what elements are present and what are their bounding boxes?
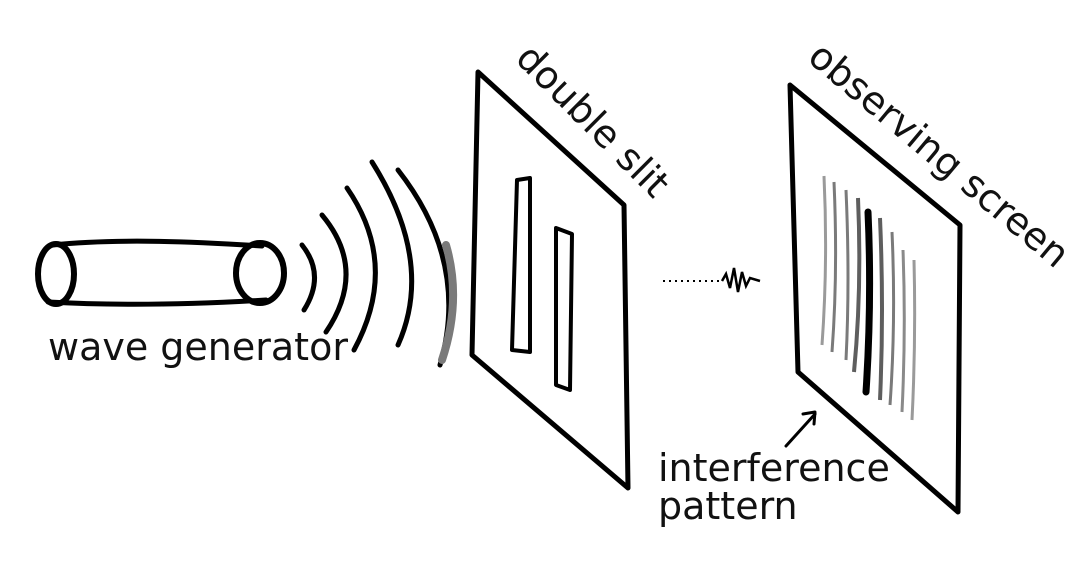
interference-label: interference xyxy=(658,446,890,490)
pattern-label: pattern xyxy=(658,484,798,528)
observing-screen-panel xyxy=(787,82,963,515)
slit-2 xyxy=(554,226,574,392)
double-slit-panel xyxy=(469,69,631,491)
interference-bands xyxy=(820,175,917,421)
wave-generator xyxy=(35,238,287,307)
slit-1 xyxy=(510,176,532,354)
wave-fronts xyxy=(299,159,458,368)
wave-generator-label: wave generator xyxy=(48,325,348,369)
interference-arrow xyxy=(784,410,817,448)
propagation-squiggle xyxy=(663,267,761,293)
observing-screen-label: observing screen xyxy=(800,33,1074,276)
